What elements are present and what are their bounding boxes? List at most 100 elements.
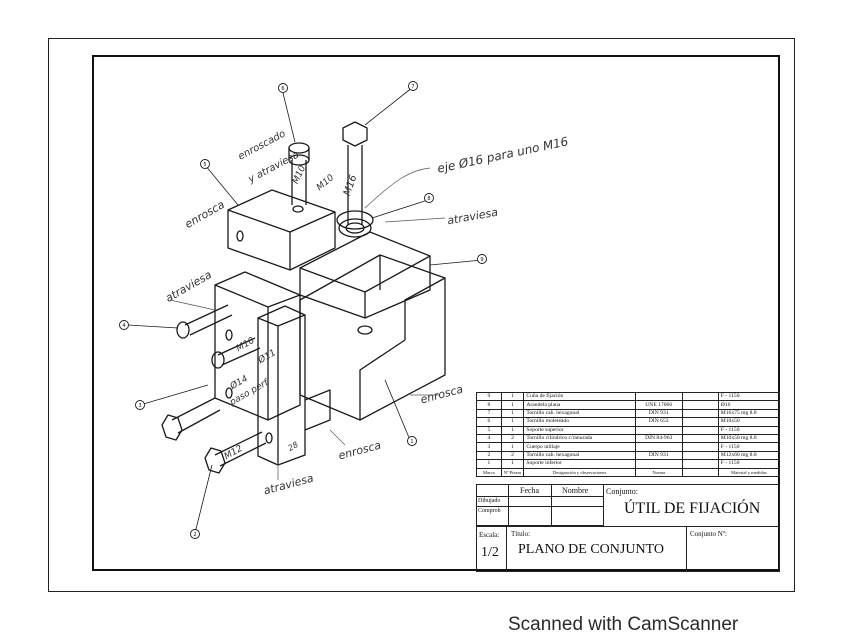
balloon-label-1: 1 [410,439,413,445]
comprob-label: Comprob [478,508,501,514]
parts-cell-norma [634,459,683,469]
balloon-4 [119,320,129,330]
parts-cell-material: M12x60 mg 8.8 [717,450,781,461]
parts-cell-n: 1 [500,408,525,419]
parts-cell-material: M16x75 mg 8.8 [717,408,781,419]
parts-cell-n: 1 [500,417,525,427]
parts-cell-blank [681,425,719,435]
parts-cell-n: 1 [500,400,525,410]
parts-cell-marca: 7 [476,408,502,419]
parts-cell-material: Material y medidas [717,467,781,477]
washer-8 [336,210,374,230]
parts-cell-norma [634,391,683,402]
dibujado-label: Dibujado [478,498,501,504]
parts-cell-desig: Soporte inferior [523,459,636,469]
balloon-label-9: 9 [480,257,483,263]
parts-cell-blank [681,459,719,469]
parts-cell-norma [634,425,683,435]
parts-cell-blank [681,442,719,452]
balloon-2 [190,529,200,539]
balloon-1 [407,436,417,446]
parts-cell-desig: Tornillo cab. hexagonal [523,408,636,419]
title-block [476,484,780,572]
parts-cell-blank [681,391,719,402]
conjunto-label: Conjunto: [606,487,639,496]
parts-cell-blank [681,433,719,444]
parts-cell-n: Nº Piezas [500,467,525,477]
balloon-label-6: 6 [281,86,284,92]
screw-6 [291,160,307,205]
parts-cell-n: 2 [500,450,525,461]
balloon-7 [408,81,418,91]
parts-cell-blank [681,467,719,477]
titulo-label: Título: [511,530,531,538]
parts-cell-desig: Arandela plana [523,400,636,410]
parts-cell-marca: 3 [476,442,502,452]
parts-cell-blank [681,450,719,461]
parts-cell-norma: DIN 84-963 [634,433,683,444]
parts-cell-desig: Cuerpo utillaje [523,442,636,452]
parts-cell-n: 1 [500,459,525,469]
parts-cell-material: M10x50 [717,417,781,427]
parts-cell-norma [634,442,683,452]
parts-cell-norma: Norma [634,467,683,477]
scanner-watermark: Scanned with CamScanner [508,614,739,635]
parts-cell-blank [681,400,719,410]
parts-cell-material: F - 1150 [717,459,781,469]
parts-cell-material: F - 1150 [717,391,781,402]
balloon-label-2: 2 [193,532,196,538]
balloon-label-3: 3 [138,403,141,409]
parts-cell-desig: Tornillo cilíndrico c/ranurada [523,433,636,444]
balloon-5 [200,159,210,169]
parts-cell-desig: Tornillo cab. hexagonal [523,450,636,461]
parts-cell-marca: 2 [476,450,502,461]
balloon-8 [424,193,434,203]
balloon-6 [278,83,288,93]
balloon-9 [477,254,487,264]
balloon-label-7: 7 [411,84,414,90]
parts-cell-norma: DIN 931 [634,408,683,419]
parts-cell-n: 2 [500,433,525,444]
drawing-frame [92,55,780,571]
conjunto-value: ÚTIL DE FIJACIÓN [624,500,761,517]
balloon-3 [135,400,145,410]
nombre-label: Nombre [562,486,589,495]
parts-cell-desig: Cuña de fijación [523,391,636,402]
parts-cell-blank [681,408,719,419]
screw-4b [217,337,261,366]
fecha-label: Fecha [520,486,540,495]
parts-cell-norma: DIN 931 [634,450,683,461]
parts-cell-blank [681,417,719,427]
screw-4a [184,304,233,336]
escala-label: Escala: [479,531,500,539]
parts-cell-marca: 9 [476,391,502,402]
drawing-sheet [48,38,795,592]
signature-area [476,484,604,526]
screw-2a [171,397,221,434]
balloon-label-8: 8 [427,196,430,202]
parts-cell-material: F - 1150 [717,442,781,452]
parts-cell-norma: UNE 17066 [634,400,683,410]
part-soporte-superior [227,189,336,271]
parts-cell-material: M10x50 mg 8.8 [717,433,781,444]
parts-cell-marca: 6 [476,417,502,427]
parts-cell-material: Ø16 [717,400,781,410]
balloon-label-5: 5 [203,162,206,168]
parts-cell-marca: 5 [476,425,502,435]
titulo-value: PLANO DE CONJUNTO [518,542,664,557]
parts-cell-marca: Marca [476,467,502,477]
parts-cell-marca: 4 [476,433,502,444]
screw-2b [214,431,267,467]
conjunto-n-label: Conjunto Nº: [690,530,727,538]
